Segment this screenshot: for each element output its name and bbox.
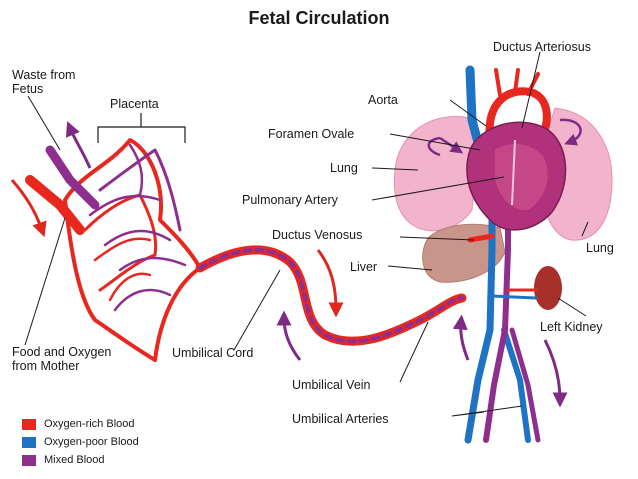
label-aorta: Aorta — [368, 93, 398, 107]
flow-arrows — [10, 121, 568, 408]
legend-swatch — [22, 454, 36, 466]
placenta-network — [25, 138, 202, 362]
page-title: Fetal Circulation — [248, 8, 390, 28]
legend-item-oxygen-poor: Oxygen-poor Blood — [22, 433, 139, 451]
legend: Oxygen-rich Blood Oxygen-poor Blood Mixe… — [22, 415, 139, 469]
label-ductus-venosus: Ductus Venosus — [272, 228, 363, 242]
umbilical-cord — [195, 245, 467, 346]
legend-swatch — [22, 418, 36, 430]
label-food-and-oxygen: Food and Oxygen from Mother — [12, 345, 112, 373]
label-liver: Liver — [350, 260, 378, 274]
lung-left-shape — [393, 116, 479, 232]
legend-label: Mixed Blood — [44, 454, 105, 466]
label-pulmonary-artery: Pulmonary Artery — [242, 193, 338, 207]
legend-item-oxygen-rich: Oxygen-rich Blood — [22, 415, 139, 433]
label-umbilical-vein: Umbilical Vein — [292, 378, 371, 392]
leader-lines — [24, 51, 589, 417]
placenta-bracket — [97, 113, 186, 143]
heart-shape — [466, 121, 567, 231]
left-kidney-shape — [534, 266, 562, 310]
legend-label: Oxygen-rich Blood — [44, 418, 135, 430]
label-lung-left: Lung — [330, 161, 358, 175]
label-foramen-ovale: Foramen Ovale — [268, 127, 355, 141]
label-left-kidney: Left Kidney — [540, 320, 603, 334]
legend-swatch — [22, 436, 36, 448]
label-umbilical-arteries: Umbilical Arteries — [292, 412, 389, 426]
label-placenta: Placenta — [110, 97, 159, 111]
label-waste-from-fetus: Waste from Fetus — [12, 68, 76, 96]
legend-label: Oxygen-poor Blood — [44, 436, 139, 448]
label-ductus-arteriosus: Ductus Arteriosus — [493, 40, 591, 54]
label-lung-right: Lung — [586, 241, 614, 255]
label-umbilical-cord: Umbilical Cord — [172, 346, 254, 360]
legend-item-mixed: Mixed Blood — [22, 451, 139, 469]
lung-right-shape — [544, 107, 613, 241]
